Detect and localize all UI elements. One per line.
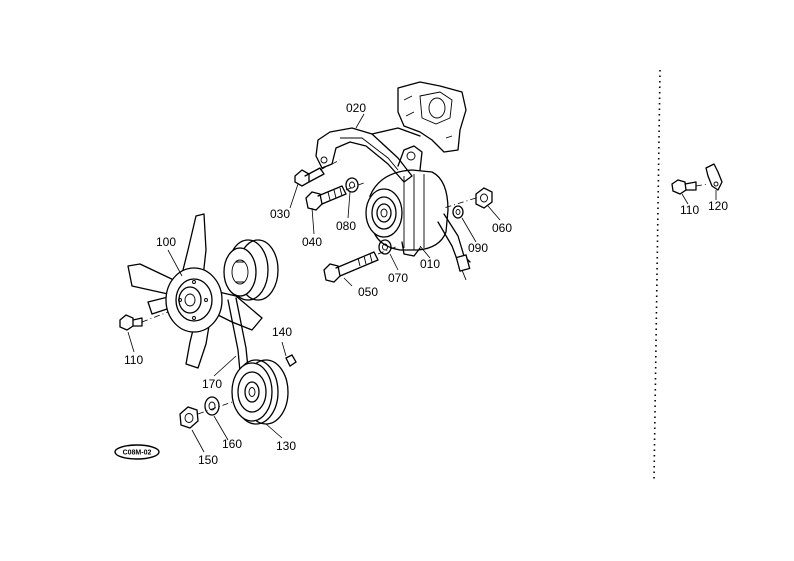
fan-pulley <box>223 239 279 301</box>
washer-090 <box>452 205 464 219</box>
label-040: 040 <box>302 235 322 249</box>
bolt-110-right <box>671 179 709 195</box>
washer-070 <box>378 239 392 255</box>
crank-pulley-130 <box>231 359 289 425</box>
nut-150 <box>179 401 233 429</box>
label-140: 140 <box>272 325 292 339</box>
figure-code-text: C08M-02 <box>123 450 152 457</box>
label-030: 030 <box>270 207 290 221</box>
clip-120 <box>705 163 723 191</box>
key-140 <box>285 354 297 367</box>
alternator-010 <box>365 145 471 281</box>
label-100: 100 <box>156 235 176 249</box>
bolt-040 <box>305 181 367 211</box>
label-130: 130 <box>276 439 296 453</box>
label-010: 010 <box>420 257 440 271</box>
figure-code-badge: C08M-02 <box>114 444 160 460</box>
v-belt-170 <box>227 297 249 373</box>
engine-housing-bracket <box>397 81 467 153</box>
bolt-030 <box>294 159 341 187</box>
label-070: 070 <box>388 271 408 285</box>
alternator-bracket-020 <box>315 127 421 183</box>
washer-160 <box>204 396 220 416</box>
label-170: 170 <box>202 377 222 391</box>
section-divider <box>653 69 661 481</box>
bolt-110-left <box>119 311 169 331</box>
leader-lines <box>127 113 717 453</box>
cooling-fan-100 <box>127 213 263 369</box>
label-090: 090 <box>468 241 488 255</box>
nut-060 <box>443 187 493 209</box>
label-160: 160 <box>222 437 242 451</box>
label-050: 050 <box>358 285 378 299</box>
label-080: 080 <box>336 219 356 233</box>
label-020: 020 <box>346 101 366 115</box>
label-150: 150 <box>198 453 218 467</box>
label-110-right: 110 <box>680 203 699 217</box>
label-120: 120 <box>708 199 728 213</box>
bolt-050 <box>323 245 399 283</box>
label-060: 060 <box>492 221 512 235</box>
label-110-left: 110 <box>124 353 143 367</box>
washer-080 <box>345 177 359 193</box>
